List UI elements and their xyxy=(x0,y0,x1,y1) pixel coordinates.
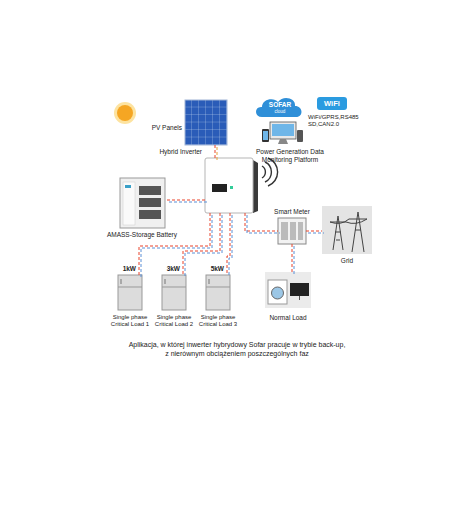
diagram-node: PV Panels xyxy=(185,100,227,145)
phone xyxy=(262,129,269,142)
diagram-node: 5kWSingle phase Critical Load 3 xyxy=(206,275,230,310)
diagram-node: Normal Load xyxy=(265,272,311,308)
wire-strand xyxy=(294,246,295,274)
tv xyxy=(290,283,309,296)
node-label: Normal Load xyxy=(253,314,323,322)
logo-label: SOFAR xyxy=(257,101,303,109)
diagram-node: Hybrid Inverter xyxy=(205,158,253,213)
fridge xyxy=(206,275,230,310)
inverter-screen xyxy=(212,184,227,192)
node-label: Single phase Critical Load 2 xyxy=(150,314,198,328)
node-label: 3kW xyxy=(150,265,180,273)
meter-body xyxy=(278,218,306,244)
diagram-node: Power Generation Data Monitoring Platfor… xyxy=(262,122,302,145)
power-wire xyxy=(139,213,212,277)
power-wire xyxy=(227,213,232,277)
node-label: PV Panels xyxy=(128,124,182,132)
power-wire xyxy=(292,244,294,274)
wire-strand xyxy=(217,147,218,160)
meter-module xyxy=(298,222,303,240)
battery-module xyxy=(139,198,161,207)
node-label: Grid xyxy=(322,257,372,265)
wire-strand xyxy=(165,200,205,201)
tv-stand xyxy=(299,296,300,300)
meter-module xyxy=(281,222,288,240)
wire-strand xyxy=(308,233,324,234)
wire-strand xyxy=(139,213,210,275)
meter-module xyxy=(290,222,296,240)
monitor-stand xyxy=(278,139,288,144)
diagram-node: AMASS-Storage Battery xyxy=(120,178,165,228)
monitor-screen xyxy=(272,124,294,136)
fridge xyxy=(162,275,186,310)
battery-logo xyxy=(125,185,131,188)
diagram-node: 1kWSingle phase Critical Load 1 xyxy=(118,275,142,310)
power-wire xyxy=(245,213,280,233)
logo-label: WiFi xyxy=(317,99,347,108)
pylons xyxy=(330,212,367,252)
wire-strand xyxy=(167,202,207,203)
power-wire xyxy=(165,200,207,202)
node-label: Power Generation Data Monitoring Platfor… xyxy=(240,148,340,164)
grid-background xyxy=(322,206,372,254)
phone-screen xyxy=(263,131,268,140)
node-label: 5kW xyxy=(194,265,224,273)
wire-strand xyxy=(141,215,212,277)
diagram-node: 3kWSingle phase Critical Load 2 xyxy=(162,275,186,310)
wire-strand xyxy=(215,145,216,158)
battery-module xyxy=(139,186,161,195)
logo-label: WiFi/GPRS,RS485 SD,CAN2.0 xyxy=(308,114,368,128)
normal-load-background xyxy=(265,272,311,308)
power-wire xyxy=(306,231,324,233)
diagram-node: Grid xyxy=(322,206,372,254)
node-label: 1kW xyxy=(106,265,136,273)
battery-door xyxy=(123,182,135,225)
node-label: Single phase Critical Load 3 xyxy=(194,314,242,328)
node-label: AMASS-Storage Battery xyxy=(92,231,192,239)
node-label: Smart Meter xyxy=(257,208,327,216)
sun xyxy=(117,105,133,121)
sun-glow xyxy=(114,102,136,124)
fridge xyxy=(118,275,142,310)
tablet xyxy=(297,130,303,142)
inverter-led xyxy=(230,186,233,189)
pv-panel xyxy=(185,100,227,145)
power-wire xyxy=(215,145,217,160)
node-label: Single phase Critical Load 1 xyxy=(106,314,154,328)
wifi-logo xyxy=(317,97,347,110)
washer xyxy=(268,280,287,304)
inverter-side xyxy=(253,160,258,213)
diagram-node: Smart Meter xyxy=(278,218,306,244)
battery-module xyxy=(139,210,161,219)
node-label: Hybrid Inverter xyxy=(138,148,202,156)
wire-strand xyxy=(229,215,232,277)
washer-door xyxy=(272,287,284,299)
wire-strand xyxy=(227,213,230,275)
wire-strand xyxy=(292,244,293,272)
logo-label: cloud xyxy=(257,109,303,114)
caption: Aplikacja, w której inwerter hybrydowy S… xyxy=(127,340,347,359)
battery-cabinet xyxy=(120,178,165,228)
wire-strand xyxy=(247,215,280,233)
monitor xyxy=(270,122,296,139)
wire-strand xyxy=(245,213,278,231)
inverter-body xyxy=(205,158,253,213)
wire-strand xyxy=(306,231,322,232)
